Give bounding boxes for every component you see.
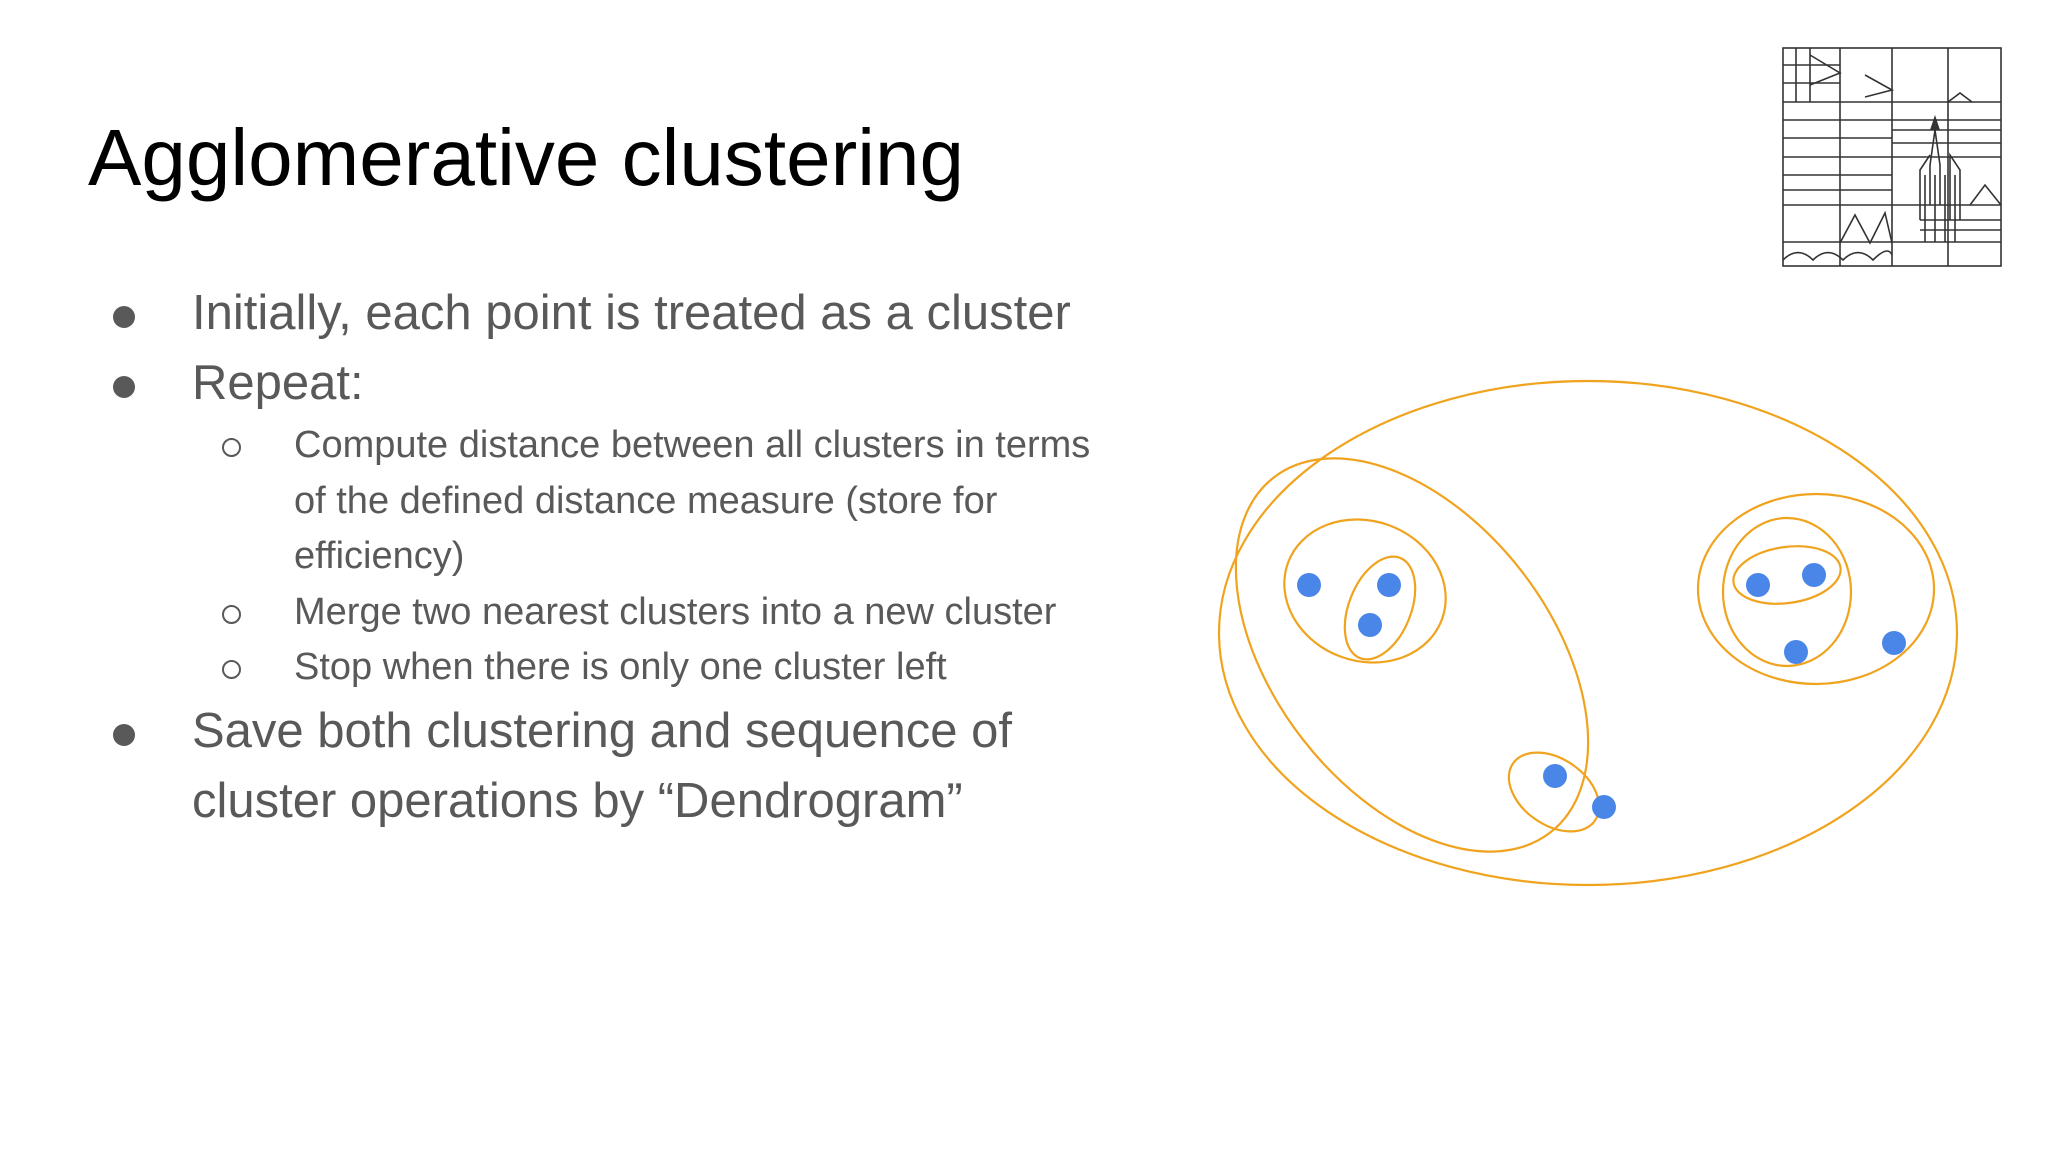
right-inner-cluster-ellipse — [1721, 516, 1853, 668]
bullet-item: Initially, each point is treated as a cl… — [0, 278, 1120, 348]
data-point — [1592, 795, 1616, 819]
data-point — [1746, 573, 1770, 597]
sub-bullet-text: Compute distance between all clusters in… — [294, 424, 1091, 577]
data-point — [1784, 640, 1808, 664]
data-points — [1297, 563, 1906, 819]
left-pair-cluster-ellipse — [1343, 555, 1417, 661]
bullet-text: Repeat: — [192, 356, 364, 410]
data-point — [1802, 563, 1826, 587]
bullet-dot-icon — [113, 376, 135, 398]
sub-bullet-item: Compute distance between all clusters in… — [0, 418, 1120, 585]
left-cluster-ellipse — [1234, 457, 1590, 853]
slide-title: Agglomerative clustering — [88, 113, 964, 202]
root-cluster-ellipse — [1217, 379, 1959, 887]
bullet-text: Save both clustering and sequence of clu… — [192, 703, 1012, 828]
cluster-diagram — [1217, 379, 1959, 887]
right-pair-cluster-ellipse — [1732, 545, 1842, 605]
bullet-circle-icon — [222, 660, 241, 679]
bullet-item: Repeat: Compute distance between all clu… — [0, 348, 1120, 696]
sub-bullet-text: Merge two nearest clusters into a new cl… — [294, 590, 1057, 633]
sub-bullet-item: Stop when there is only one cluster left — [0, 640, 1120, 696]
bullet-item: Save both clustering and sequence of clu… — [0, 696, 1120, 836]
bullet-dot-icon — [113, 723, 135, 746]
bottom-pair-cluster-ellipse — [1507, 751, 1601, 833]
bullet-dot-icon — [113, 306, 135, 328]
bullet-circle-icon — [222, 438, 241, 457]
data-point — [1358, 613, 1382, 637]
university-logo — [1782, 47, 2002, 267]
sub-bullet-text: Stop when there is only one cluster left — [294, 646, 947, 688]
data-point — [1297, 573, 1321, 597]
left-top-cluster-ellipse — [1283, 518, 1447, 664]
bullet-circle-icon — [222, 604, 241, 624]
data-point — [1882, 631, 1906, 655]
data-point — [1543, 764, 1567, 788]
sub-bullet-list: Compute distance between all clusters in… — [192, 418, 1120, 696]
bullet-text: Initially, each point is treated as a cl… — [192, 286, 1071, 340]
sub-bullet-item: Merge two nearest clusters into a new cl… — [0, 585, 1120, 641]
bullet-list: Initially, each point is treated as a cl… — [0, 278, 1120, 836]
right-cluster-ellipse — [1696, 492, 1936, 686]
cluster-ellipses — [1217, 379, 1959, 887]
data-point — [1377, 573, 1401, 597]
